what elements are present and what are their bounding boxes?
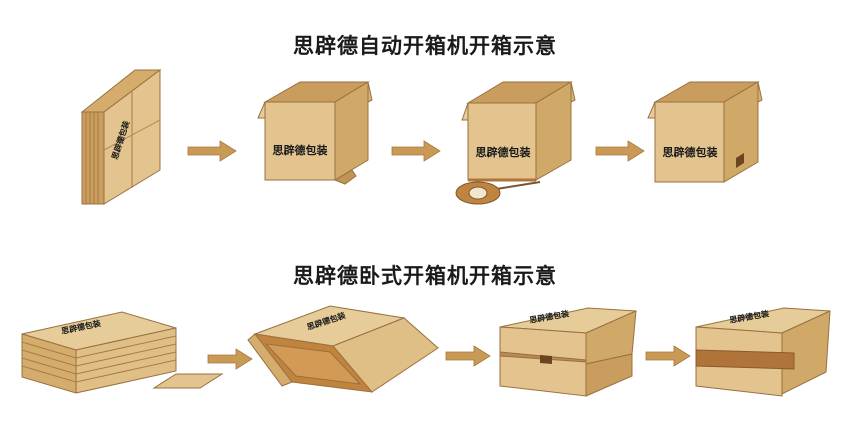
arrow-5	[445, 345, 491, 367]
open-box-tube	[247, 305, 439, 393]
arrow-4	[207, 348, 253, 370]
horizontal-flat-stack	[21, 311, 224, 394]
arrow-3	[595, 140, 645, 162]
taping-box	[461, 81, 576, 191]
taped-box	[647, 81, 763, 183]
horizontal-unpacker-title: 思辟德卧式开箱机开箱示意	[293, 264, 557, 288]
tape-roll-icon	[455, 181, 501, 205]
arrow-1	[187, 140, 237, 162]
auto-unpacker-title: 思辟德自动开箱机开箱示意	[293, 34, 557, 58]
erected-box	[257, 81, 373, 185]
flat-box-stack	[80, 69, 162, 205]
folding-flaps-box	[499, 307, 637, 397]
arrow-2	[391, 140, 441, 162]
taping-box-label: 思辟德包装	[476, 145, 531, 159]
arrow-6	[645, 345, 691, 367]
taped-box-label: 思辟德包装	[663, 145, 718, 159]
erected-box-label: 思辟德包装	[273, 143, 328, 157]
sealed-box	[695, 307, 831, 397]
